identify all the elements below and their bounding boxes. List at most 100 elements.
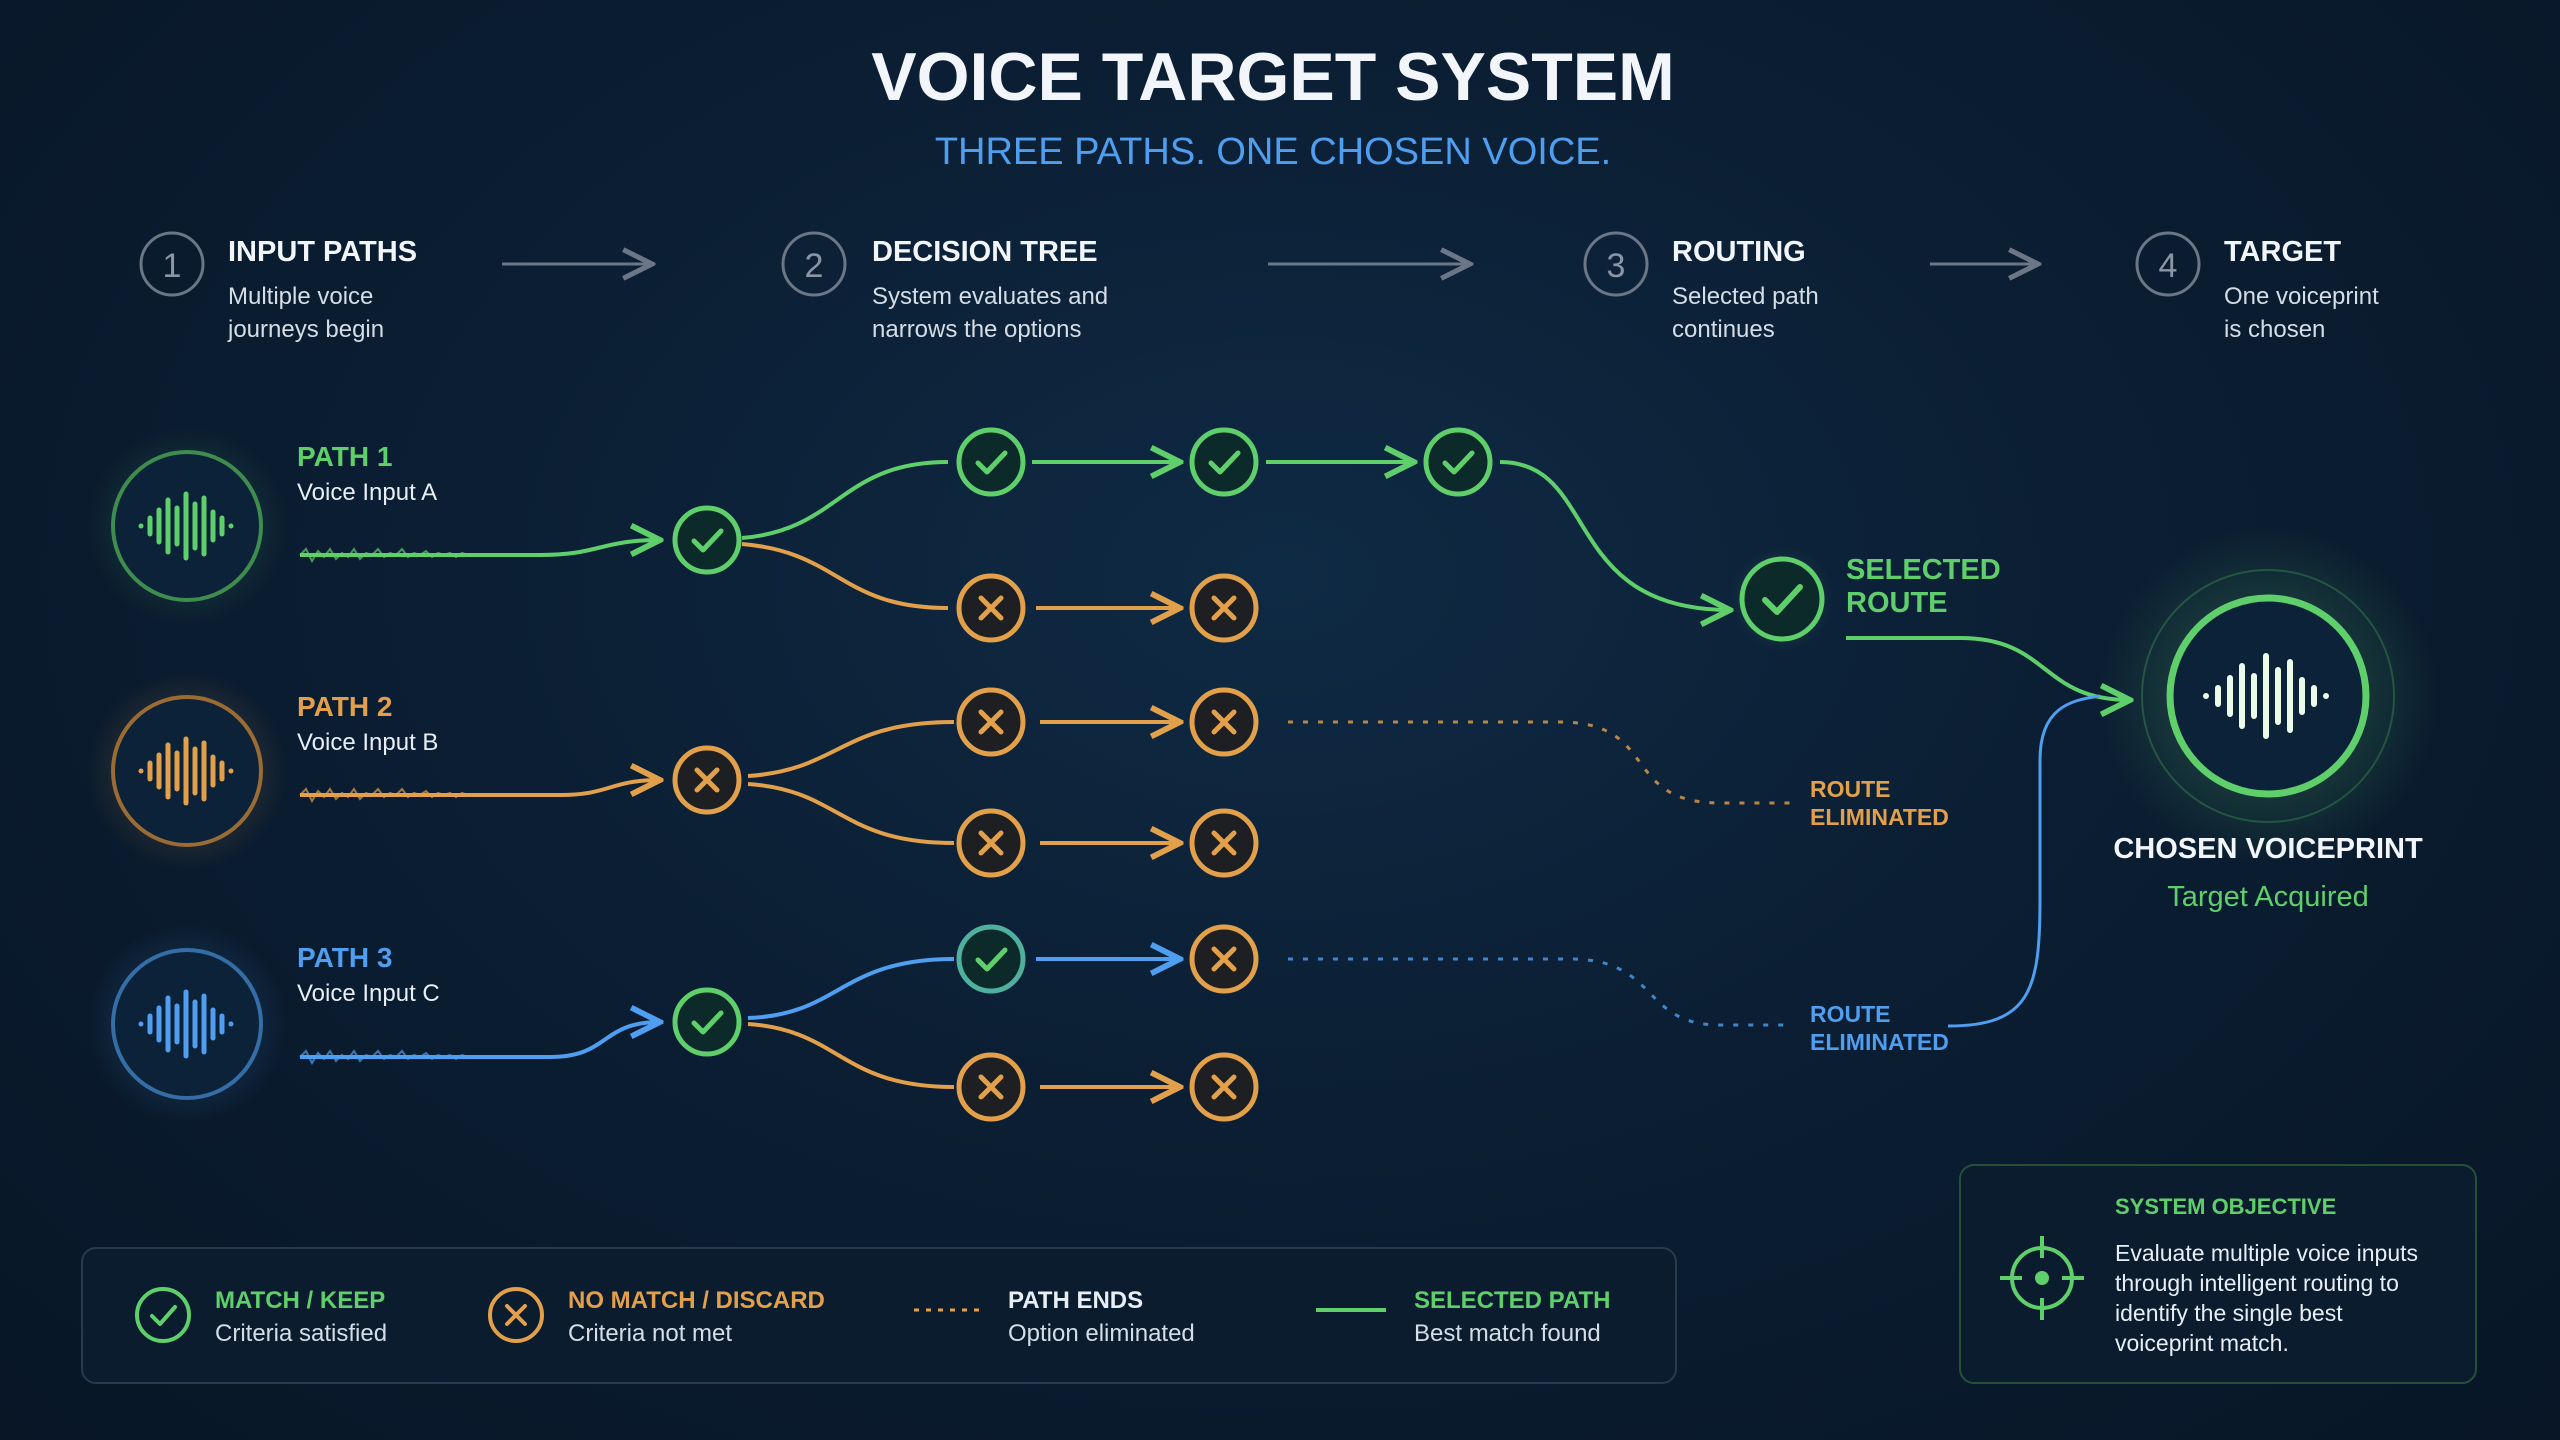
check-icon (672, 987, 742, 1057)
input-voice-b (87, 671, 287, 871)
step-title: ROUTING (1672, 236, 1806, 268)
step-desc-line2: journeys begin (227, 316, 384, 343)
step-number-badge (781, 231, 847, 297)
path-2-label: PATH 2 (297, 691, 392, 722)
connector-2-branch-top (747, 720, 955, 778)
step-desc-line1: Selected path (1672, 283, 1819, 310)
step-title: DECISION TREE (872, 236, 1098, 268)
step-title: TARGET (2224, 236, 2341, 268)
x-icon (956, 687, 1026, 757)
path-3-sub: Voice Input C (297, 980, 440, 1007)
connector-3-return (1947, 694, 2101, 1028)
connector-2-eliminated (1288, 720, 1790, 805)
objective-line1: Evaluate multiple voice inputs (2115, 1240, 2418, 1266)
x-icon (1189, 924, 1259, 994)
target-sub: Target Acquired (2167, 881, 2369, 913)
step-number: 4 (2159, 247, 2178, 285)
check-icon (1423, 427, 1493, 497)
signal-traces (299, 547, 469, 1066)
step-number-badge (1583, 231, 1649, 297)
x-icon (1189, 573, 1259, 643)
connector-3-branch-top (747, 957, 955, 1020)
x-icon (1189, 1052, 1259, 1122)
route-eliminated-c-line2: ELIMINATED (1810, 1029, 1949, 1055)
check-icon (1189, 427, 1259, 497)
path-1-sub: Voice Input A (297, 479, 437, 506)
connector-3-branch-bottom (747, 1022, 955, 1089)
input-voice-c (87, 924, 287, 1124)
objective-panel: SYSTEM OBJECTIVE Evaluate multiple voice… (1959, 1164, 2477, 1384)
selected-route-label-line2: ROUTE (1846, 587, 1948, 619)
objective-line4: voiceprint match. (2115, 1330, 2289, 1356)
page-title: VOICE TARGET SYSTEM (871, 39, 1674, 115)
step-number-badge (2135, 231, 2201, 297)
route-eliminated-c-line1: ROUTE (1810, 1001, 1891, 1027)
x-icon (956, 573, 1026, 643)
connector-selected-route (1499, 460, 1730, 610)
step-desc-line1: System evaluates and (872, 283, 1108, 310)
connector-selected-to-target (1846, 636, 2130, 700)
check-icon (956, 427, 1026, 497)
legend-panel: MATCH / KEEP Criteria satisfied NO MATCH… (81, 1247, 1677, 1384)
step-4: 4 TARGET One voiceprint is chosen (2135, 231, 2379, 343)
step-title: INPUT PATHS (228, 236, 417, 268)
connector-input-1 (300, 540, 660, 557)
waveform-icon (138, 736, 234, 806)
target-title: CHOSEN VOICEPRINT (2113, 833, 2423, 865)
signal-trace-3 (299, 1049, 469, 1066)
step-3: 3 ROUTING Selected path continues (1583, 231, 1819, 343)
step-number: 2 (805, 247, 824, 285)
objective-line3: identify the single best (2115, 1300, 2343, 1326)
path-2-sub: Voice Input B (297, 729, 438, 756)
signal-trace-2 (299, 787, 469, 804)
connectors (300, 462, 2130, 1087)
step-desc-line2: continues (1672, 316, 1775, 343)
legend-path-ends-title: PATH ENDS (1008, 1287, 1143, 1314)
connector-2-branch-bottom (747, 782, 955, 845)
objective-line2: through intelligent routing to (2115, 1270, 2399, 1296)
path-1-label: PATH 1 (297, 441, 392, 472)
check-icon (672, 505, 742, 575)
step-desc-line2: narrows the options (872, 316, 1081, 343)
connector-1-branch-bottom (741, 542, 949, 610)
legend-no-match-title: NO MATCH / DISCARD (568, 1287, 825, 1314)
path-3-label: PATH 3 (297, 942, 392, 973)
signal-trace-1 (299, 547, 469, 564)
connector-3-eliminated (1288, 957, 1790, 1027)
legend-no-match-icon (488, 1287, 544, 1343)
step-2: 2 DECISION TREE System evaluates and nar… (781, 231, 1108, 343)
legend-match-title: MATCH / KEEP (215, 1287, 385, 1314)
x-icon (672, 745, 742, 815)
legend-match-desc: Criteria satisfied (215, 1320, 387, 1347)
legend-no-match-desc: Criteria not met (568, 1320, 732, 1347)
x-icon (956, 808, 1026, 878)
selected-route-check-icon (1730, 547, 1834, 651)
connector-input-3 (300, 1022, 660, 1059)
route-eliminated-b-line1: ROUTE (1810, 776, 1891, 802)
crosshair-icon (2000, 1236, 2084, 1320)
legend-selected-desc: Best match found (1414, 1320, 1601, 1347)
step-desc-line1: One voiceprint (2224, 283, 2379, 310)
waveform-icon (138, 989, 234, 1059)
x-icon (1189, 808, 1259, 878)
legend-path-ends-desc: Option eliminated (1008, 1320, 1195, 1347)
step-number: 1 (163, 247, 182, 285)
connector-input-2 (300, 780, 660, 797)
waveform-icon (2203, 653, 2329, 739)
step-desc-line2: is chosen (2224, 316, 2325, 343)
step-desc-line1: Multiple voice (228, 283, 373, 310)
target-voiceprint (2098, 526, 2438, 866)
objective-title: SYSTEM OBJECTIVE (2115, 1194, 2336, 1219)
step-1: 1 INPUT PATHS Multiple voice journeys be… (139, 231, 417, 343)
waveform-icon (138, 491, 234, 561)
step-number: 3 (1607, 247, 1626, 285)
input-voice-a (87, 426, 287, 626)
route-eliminated-b-line2: ELIMINATED (1810, 804, 1949, 830)
check-icon (956, 924, 1026, 994)
x-icon (1189, 687, 1259, 757)
step-number-badge (139, 231, 205, 297)
legend-selected-title: SELECTED PATH (1414, 1287, 1610, 1314)
selected-route-label-line1: SELECTED (1846, 554, 2001, 586)
connector-1-branch-top (741, 460, 949, 540)
